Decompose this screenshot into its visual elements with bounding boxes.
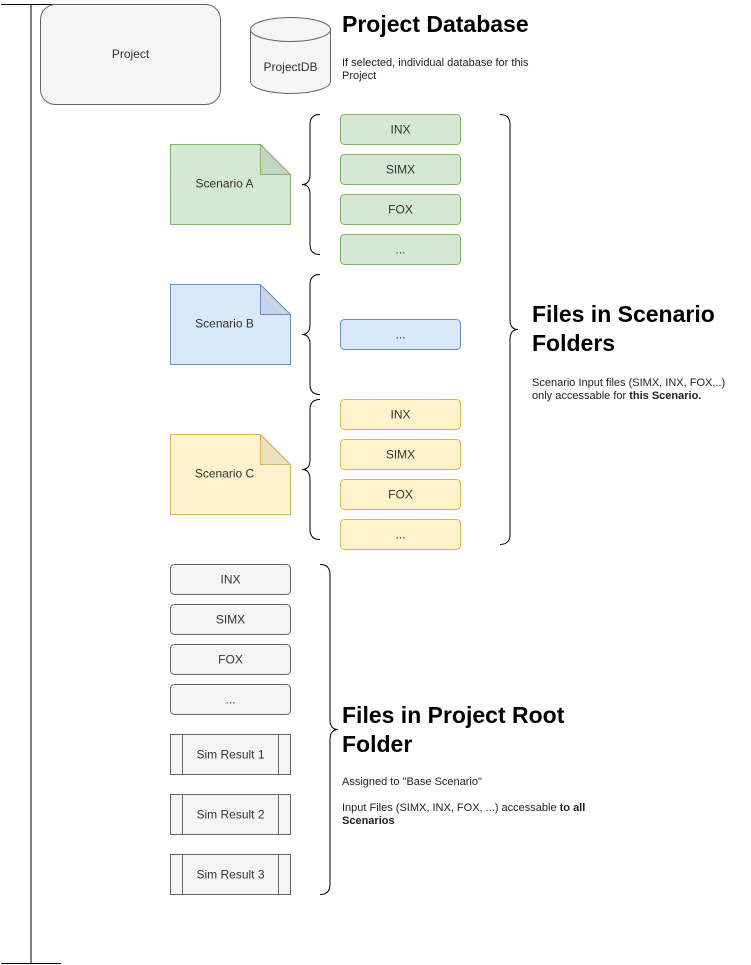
scenario-a-file-more[interactable]: ... <box>340 234 461 265</box>
project-database-title: Project Database <box>342 11 529 37</box>
sim-result-2[interactable]: Sim Result 2 <box>170 794 291 835</box>
scenario-a-file-label: INX <box>390 123 410 137</box>
project-db-cylinder[interactable]: ProjectDB <box>250 17 331 94</box>
root-folder-description-bold: to all Scenarios <box>342 802 586 827</box>
scenario-b-note[interactable]: Scenario B <box>170 284 291 365</box>
scenario-c-file-label: INX <box>390 408 410 422</box>
scenario-a-file-fox[interactable]: FOX <box>340 194 461 225</box>
left-timeline <box>1 4 61 964</box>
scenario-c-file-label: ... <box>395 528 405 542</box>
root-file-label: INX <box>220 573 240 587</box>
root-file-label: ... <box>225 693 235 707</box>
scenario-folders-description: Scenario Input files (SIMX, INX, FOX,..)… <box>532 377 747 403</box>
root-folder-files: INX SIMX FOX... Sim Result 1 Sim Result 2 Sim… <box>170 564 291 895</box>
scenario-c-brace <box>301 399 321 540</box>
scenario-folders-description-text: Scenario Input files (SIMX, INX, FOX,..)… <box>532 377 726 402</box>
project-label: Project <box>112 47 150 61</box>
sim-result-label: Sim Result 3 <box>196 868 264 882</box>
sim-result-label: Sim Result 1 <box>196 748 264 762</box>
root-file-label: SIMX <box>216 613 245 627</box>
root-file-simx[interactable]: SIMX <box>170 604 291 635</box>
group-scenario-a: Scenario A INX SIMX FOX... <box>170 114 461 265</box>
project-database-description: If selected, individual database for thi… <box>342 57 529 82</box>
scenario-c-file-simx[interactable]: SIMX <box>340 439 461 470</box>
scenario-b-brace <box>301 274 321 395</box>
scenario-a-file-label: FOX <box>388 203 413 217</box>
scenario-a-file-inx[interactable]: INX <box>340 114 461 145</box>
scenario-folders-title: Files in Scenario Folders <box>532 301 715 356</box>
scenario-c-file-label: SIMX <box>386 448 415 462</box>
root-file-more[interactable]: ... <box>170 684 291 715</box>
project-node[interactable]: Project <box>40 4 221 105</box>
scenario-a-label: Scenario A <box>195 177 253 191</box>
scenario-c-file-fox[interactable]: FOX <box>340 479 461 510</box>
scenario-c-note[interactable]: Scenario C <box>170 434 291 515</box>
root-folder-title: Files in Project Root Folder <box>342 702 565 757</box>
scenario-a-file-simx[interactable]: SIMX <box>340 154 461 185</box>
root-file-label: FOX <box>218 653 243 667</box>
root-folder-description: Input Files (SIMX, INX, FOX, ...) access… <box>342 802 602 828</box>
scenario-b-label: Scenario B <box>195 317 254 331</box>
scenario-a-file-label: SIMX <box>386 163 415 177</box>
scenario-folders-brace <box>499 114 519 545</box>
project-db-label: ProjectDB <box>263 60 317 74</box>
scenario-a-note[interactable]: Scenario A <box>170 144 291 225</box>
scenario-folders-description-bold: this Scenario. <box>629 390 702 402</box>
sim-result-1[interactable]: Sim Result 1 <box>170 734 291 775</box>
scenario-a-file-label: ... <box>395 243 405 257</box>
root-folder-assigned: Assigned to "Base Scenario" <box>342 776 482 788</box>
root-folder-brace <box>319 564 339 895</box>
scenario-c-file-label: FOX <box>388 488 413 502</box>
scenario-c-file-inx[interactable]: INX <box>340 399 461 430</box>
sim-result-label: Sim Result 2 <box>196 808 264 822</box>
scenario-b-file-more[interactable]: ... <box>340 319 461 350</box>
group-scenario-c: Scenario C INX SIMX FOX... <box>170 399 461 550</box>
group-scenario-b: Scenario B... <box>170 274 461 395</box>
scenario-a-brace <box>301 114 321 255</box>
root-file-fox[interactable]: FOX <box>170 644 291 675</box>
scenario-c-label: Scenario C <box>195 467 255 481</box>
sim-result-3[interactable]: Sim Result 3 <box>170 854 291 895</box>
root-folder-description-text: Input Files (SIMX, INX, FOX, ...) access… <box>342 802 560 814</box>
scenario-b-file-label: ... <box>395 328 405 342</box>
root-file-inx[interactable]: INX <box>170 564 291 595</box>
scenario-c-file-more[interactable]: ... <box>340 519 461 550</box>
